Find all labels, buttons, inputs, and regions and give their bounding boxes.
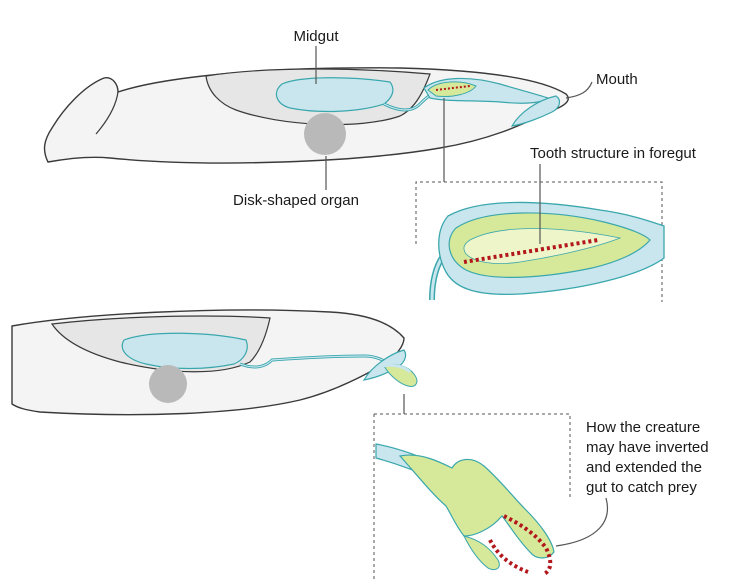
mouth-leader	[565, 81, 593, 99]
inverted-gut-label-line4: gut to catch prey	[586, 479, 697, 496]
extended-gut-bottom-sheath	[381, 363, 412, 374]
creature-top	[43, 67, 569, 164]
tooth-structure-label: Tooth structure in foregut	[530, 145, 697, 162]
creature-top-fin-line	[95, 91, 119, 135]
gut-tube-bottom-inner	[239, 355, 393, 368]
inset-bottom-dashed-frame	[373, 413, 571, 580]
disk-shaped-organ-bottom	[149, 365, 187, 403]
inverted-gut-label-line1: How the creature	[586, 419, 700, 436]
inset-bottom-teeth-b	[488, 539, 529, 574]
midgut-top	[275, 77, 394, 113]
foregut-top	[427, 81, 477, 97]
inset-top-teeth	[463, 238, 599, 264]
teeth-top	[435, 85, 471, 91]
midgut-label: Midgut	[293, 28, 339, 45]
mouth-label: Mouth	[596, 71, 638, 88]
inset-bottom-gut-lobe-lower	[463, 535, 500, 571]
creature-bottom	[11, 309, 418, 416]
inset-extended-gut	[373, 394, 571, 580]
inverted-gut-label-line3: and extended the	[586, 459, 702, 476]
disk-shaped-organ-top	[304, 113, 346, 155]
disk-organ-label: Disk-shaped organ	[233, 192, 359, 209]
mouth-opening-top	[510, 95, 561, 127]
inset-bottom-gut-lobe-upper	[398, 454, 555, 559]
inset-tooth-structure	[415, 98, 665, 302]
inverted-gut-leader	[555, 497, 608, 547]
midgut-bottom	[121, 332, 248, 370]
inverted-gut-label-line2: may have inverted	[586, 439, 709, 456]
